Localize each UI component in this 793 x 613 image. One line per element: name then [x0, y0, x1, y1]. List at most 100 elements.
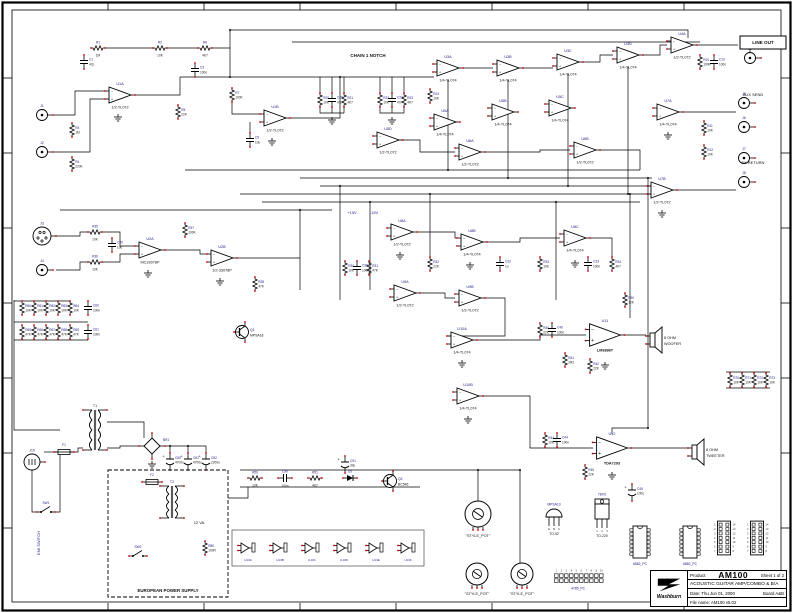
svg-text:47K: 47K	[372, 269, 379, 273]
svg-text:−: −	[653, 185, 655, 189]
svg-text:+: +	[111, 98, 113, 102]
svg-text:10K: 10K	[707, 153, 714, 157]
ground-symbol	[114, 114, 122, 122]
jack-connector-symbol: J5	[738, 92, 756, 109]
svg-text:1/4-TL074: 1/4-TL074	[494, 123, 511, 127]
svg-text:6: 6	[747, 545, 749, 549]
spare-gate-cell: U13A	[237, 542, 256, 562]
svg-text:U13F: U13F	[404, 558, 412, 562]
svg-text:11: 11	[766, 536, 769, 540]
svg-text:J2: J2	[40, 141, 44, 145]
svg-text:22K: 22K	[593, 367, 600, 371]
svg-text:−: −	[266, 113, 268, 117]
svg-text:R20: R20	[323, 96, 329, 100]
svg-text:J10: J10	[29, 449, 35, 453]
svg-text:C3: C3	[200, 66, 204, 70]
ac-inlet-symbol: J10	[23, 449, 46, 471]
ground-symbol	[466, 262, 474, 270]
svg-text:22K: 22K	[588, 473, 595, 477]
ground-symbol	[148, 461, 156, 469]
svg-text:R66: R66	[37, 328, 43, 332]
svg-text:R2: R2	[158, 41, 162, 45]
svg-text:4K7: 4K7	[347, 101, 353, 105]
svg-text:TO-220: TO-220	[596, 534, 608, 538]
svg-text:1/4-TL074: 1/4-TL074	[453, 351, 470, 355]
svg-text:U6A: U6A	[466, 139, 474, 143]
svg-text:5: 5	[576, 570, 578, 573]
svg-text:5: 5	[747, 540, 749, 544]
switch-symbol: SW2	[128, 545, 148, 557]
svg-text:+: +	[337, 457, 340, 462]
potentiometer-symbol: "STYLE_POT"	[464, 500, 492, 538]
svg-text:TWEETER: TWEETER	[706, 454, 725, 458]
svg-text:U1B: U1B	[271, 105, 279, 109]
svg-text:C5: C5	[255, 136, 259, 140]
svg-text:R21: R21	[347, 96, 353, 100]
svg-text:47K: 47K	[61, 333, 68, 337]
svg-text:R60: R60	[25, 304, 31, 308]
svg-text:TDA7293: TDA7293	[604, 462, 620, 466]
svg-text:U8C: U8C	[571, 225, 579, 229]
svg-text:47K: 47K	[73, 333, 80, 337]
svg-text:R31: R31	[372, 264, 378, 268]
svg-text:F1: F1	[62, 443, 66, 447]
svg-text:+: +	[566, 241, 568, 245]
svg-text:−: −	[499, 63, 501, 67]
svg-text:R38: R38	[258, 280, 264, 284]
svg-text:4K7: 4K7	[202, 54, 208, 58]
svg-text:10K: 10K	[433, 97, 440, 101]
svg-text:1/2-TL072: 1/2-TL072	[653, 201, 670, 205]
svg-text:8: 8	[733, 549, 735, 553]
svg-text:SW1: SW1	[43, 501, 50, 505]
svg-text:−: −	[453, 335, 455, 339]
svg-text:U10B: U10B	[463, 383, 473, 387]
title-block: Washburn Product AM100 Sheet 1 of 2 ACOU…	[650, 570, 787, 607]
svg-text:R5: R5	[181, 108, 185, 112]
svg-text:10K: 10K	[628, 301, 635, 305]
svg-text:−: −	[111, 90, 113, 94]
svg-text:C80: C80	[175, 456, 181, 460]
svg-text:10K: 10K	[348, 269, 355, 273]
svg-text:7: 7	[586, 570, 588, 573]
bottom-cells-box	[231, 529, 425, 567]
svg-text:100n: 100n	[719, 63, 726, 67]
svg-text:F2: F2	[150, 473, 154, 477]
svg-text:1/2-TL072: 1/2-TL072	[576, 161, 593, 165]
svg-text:U6B: U6B	[581, 137, 589, 141]
svg-text:C33: C33	[593, 260, 599, 264]
svg-text:R33: R33	[543, 260, 549, 264]
svg-text:1/2-TL072: 1/2-TL072	[266, 129, 283, 133]
svg-text:1/4-TL074: 1/4-TL074	[436, 133, 453, 137]
svg-text:10K: 10K	[157, 54, 164, 58]
svg-text:U13A: U13A	[244, 558, 252, 562]
svg-text:MPSA18: MPSA18	[250, 334, 263, 338]
svg-text:220K: 220K	[75, 165, 83, 169]
svg-text:−: −	[461, 293, 463, 297]
svg-text:U4A: U4A	[678, 32, 686, 36]
svg-text:10K: 10K	[757, 381, 764, 385]
svg-text:10K: 10K	[383, 101, 390, 105]
svg-text:FX RETURN: FX RETURN	[742, 160, 765, 165]
svg-text:−: −	[576, 145, 578, 149]
